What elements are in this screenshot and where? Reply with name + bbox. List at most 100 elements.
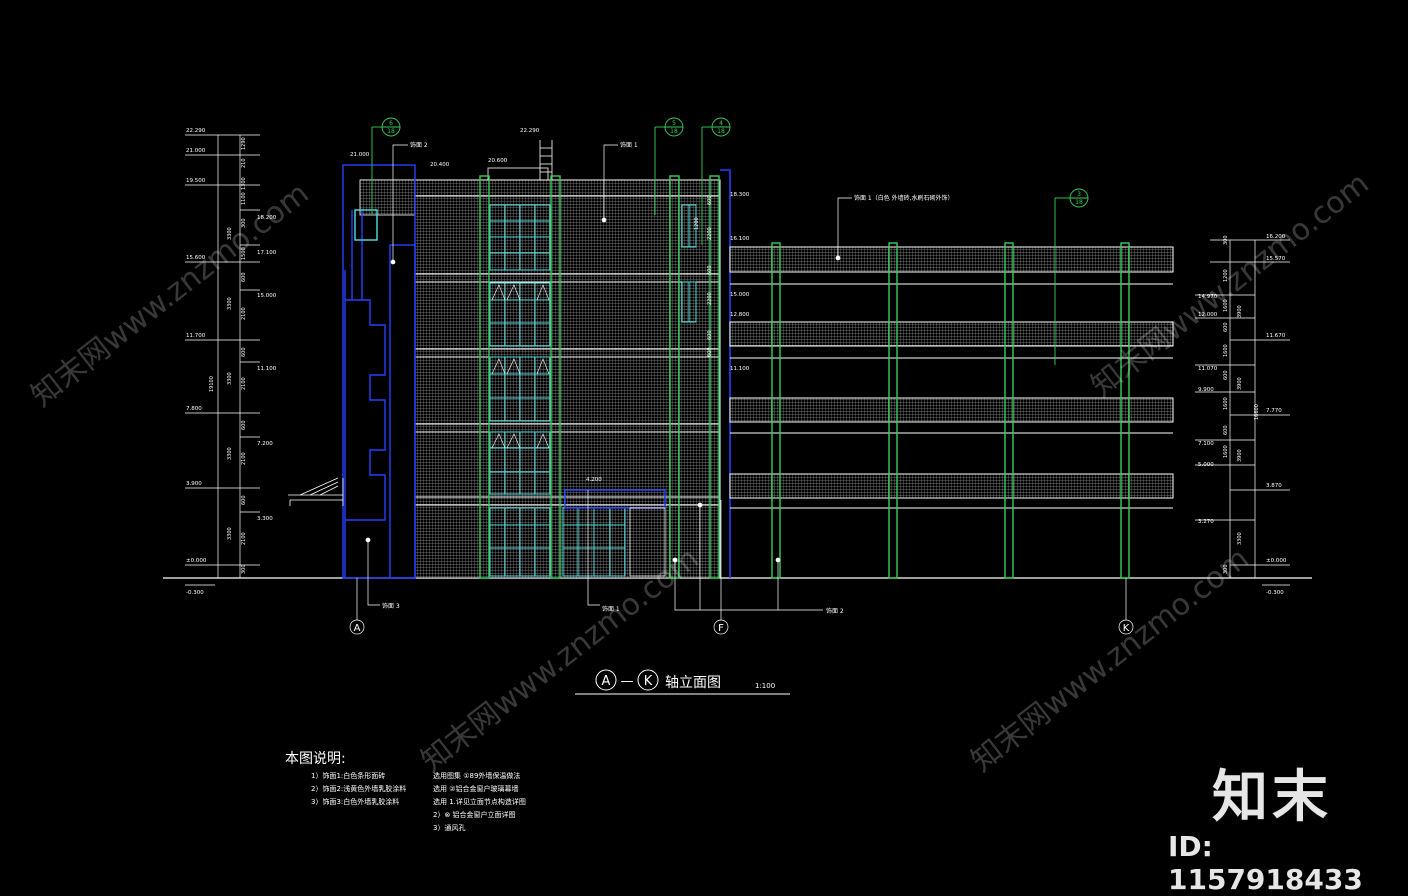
svg-text:18.200: 18.200 bbox=[257, 215, 277, 221]
callout-bottom-right: 饰面 2 bbox=[826, 607, 844, 615]
axis-bubble-f: F bbox=[718, 623, 724, 634]
svg-text:11.100: 11.100 bbox=[730, 366, 750, 372]
svg-text:3900: 3900 bbox=[1237, 305, 1243, 318]
svg-text:2100: 2100 bbox=[241, 377, 247, 390]
notes-column-1: 1）饰面1:白色条形面砖 2）饰面2:浅黄色外墙乳胶涂料 3）饰面3:白色外墙乳… bbox=[311, 770, 406, 809]
mid-dims: 600 2200 600 2200 600 600 1200 bbox=[694, 195, 713, 357]
entrance-canopy bbox=[288, 477, 344, 506]
svg-text:11.070: 11.070 bbox=[1198, 366, 1218, 372]
svg-text:300: 300 bbox=[1223, 235, 1229, 245]
callout-wall1-right: 饰面 1（白色 外墙砖,水刷石砌外饰） bbox=[854, 194, 954, 202]
pilasters-main bbox=[479, 175, 720, 579]
drawing-title bbox=[575, 669, 790, 695]
note-line: 2）⊗ 铝合金窗户立面详图 bbox=[433, 811, 516, 819]
svg-text:22.290: 22.290 bbox=[520, 128, 540, 134]
detail-refs bbox=[371, 117, 1089, 365]
svg-text:11.670: 11.670 bbox=[1266, 333, 1286, 339]
svg-text:3.300: 3.300 bbox=[257, 516, 273, 522]
svg-text:1200: 1200 bbox=[694, 217, 700, 230]
right-level-labels: 16.200 15.570 14.970 12.000 11.670 11.07… bbox=[1198, 234, 1287, 596]
svg-text:2100: 2100 bbox=[241, 532, 247, 545]
svg-text:1290: 1290 bbox=[241, 137, 247, 150]
drawing-notes: 本图说明: 1）饰面1:白色条形面砖 2）饰面2:浅黄色外墙乳胶涂料 3）饰面3… bbox=[285, 748, 526, 832]
leader-lines bbox=[365, 144, 852, 611]
title-axis-end: K bbox=[644, 674, 653, 689]
svg-text:21.000: 21.000 bbox=[350, 152, 370, 158]
top-level-labels: 22.290 21.000 20.400 20.600 18.300 16.10… bbox=[350, 128, 750, 372]
left-dims: 1290 210 1300 1100 300 3300 1500 600 210… bbox=[209, 137, 247, 574]
left-level-labels: 22.290 21.000 19.500 18.200 17.100 15.60… bbox=[186, 128, 277, 596]
svg-text:600: 600 bbox=[241, 347, 247, 357]
ref-3-num: 3 bbox=[1077, 191, 1081, 198]
svg-text:2100: 2100 bbox=[241, 307, 247, 320]
svg-text:1600: 1600 bbox=[1223, 344, 1229, 357]
svg-text:7.770: 7.770 bbox=[1266, 408, 1282, 414]
svg-text:3300: 3300 bbox=[227, 227, 233, 240]
svg-text:600: 600 bbox=[1223, 370, 1229, 380]
svg-text:18.300: 18.300 bbox=[730, 192, 750, 198]
side-window bbox=[681, 204, 697, 323]
svg-text:±0.000: ±0.000 bbox=[186, 558, 207, 564]
svg-text:9.900: 9.900 bbox=[1198, 387, 1214, 393]
svg-text:1600: 1600 bbox=[1223, 299, 1229, 312]
ref-6-num: 6 bbox=[389, 120, 393, 127]
note-line: 3）通风孔 bbox=[433, 824, 466, 832]
ref-5-sheet: 18 bbox=[670, 128, 678, 135]
title-axis-start: A bbox=[602, 674, 611, 689]
svg-text:600: 600 bbox=[241, 272, 247, 282]
svg-text:3300: 3300 bbox=[227, 297, 233, 310]
svg-text:±0.000: ±0.000 bbox=[1266, 558, 1287, 564]
svg-text:15.600: 15.600 bbox=[186, 255, 206, 261]
svg-text:1600: 1600 bbox=[1223, 397, 1229, 410]
svg-text:11.100: 11.100 bbox=[257, 366, 277, 372]
window-column bbox=[489, 204, 551, 577]
svg-text:12.800: 12.800 bbox=[730, 312, 750, 318]
ref-4-num: 4 bbox=[719, 120, 723, 127]
notes-column-2: 选用图集 ①89外墙保温做法 选用 ②铝合金窗户玻璃幕墙 选用 1.详见立面节点… bbox=[433, 770, 526, 835]
watermark-logo: 知末 bbox=[1212, 765, 1332, 830]
svg-text:21.000: 21.000 bbox=[186, 148, 206, 154]
svg-text:600: 600 bbox=[707, 265, 713, 275]
svg-text:7.200: 7.200 bbox=[257, 441, 273, 447]
svg-text:16.100: 16.100 bbox=[730, 236, 750, 242]
svg-text:15.570: 15.570 bbox=[1266, 256, 1286, 262]
svg-text:3300: 3300 bbox=[227, 447, 233, 460]
svg-text:300: 300 bbox=[1223, 564, 1229, 574]
svg-text:17.100: 17.100 bbox=[257, 250, 277, 256]
axis-bubble-k: K bbox=[1123, 623, 1130, 634]
main-block bbox=[359, 179, 721, 579]
svg-text:-0.300: -0.300 bbox=[186, 590, 204, 596]
right-dims: 300 1200 1600 3900 600 1600 3900 600 160… bbox=[1223, 235, 1260, 574]
svg-text:3300: 3300 bbox=[227, 372, 233, 385]
svg-text:600: 600 bbox=[707, 195, 713, 205]
entrance-door bbox=[562, 489, 666, 577]
callout-bottom-mid: 饰面 1 bbox=[602, 605, 620, 613]
note-line: 选用 1.详见立面节点构造详图 bbox=[433, 798, 526, 806]
svg-text:3900: 3900 bbox=[1237, 377, 1243, 390]
note-line: 3）饰面3:白色外墙乳胶涂料 bbox=[311, 798, 400, 806]
title-dash: — bbox=[621, 674, 634, 689]
svg-text:20.600: 20.600 bbox=[488, 158, 508, 164]
callout-wall1-top: 饰面 1 bbox=[620, 141, 638, 149]
svg-text:16.200: 16.200 bbox=[1266, 234, 1286, 240]
svg-text:1200: 1200 bbox=[1223, 269, 1229, 282]
svg-text:3300: 3300 bbox=[227, 527, 233, 540]
svg-text:300: 300 bbox=[241, 218, 247, 228]
callout-wall2-top: 饰面 2 bbox=[410, 141, 428, 149]
svg-text:12.000: 12.000 bbox=[1198, 312, 1218, 318]
svg-text:1100: 1100 bbox=[241, 192, 247, 205]
svg-text:600: 600 bbox=[241, 420, 247, 430]
watermark-id: ID: 1157918433 bbox=[1168, 830, 1363, 896]
svg-text:1300: 1300 bbox=[241, 177, 247, 190]
svg-text:3.870: 3.870 bbox=[1266, 483, 1282, 489]
note-line: 选用图集 ①89外墙保温做法 bbox=[433, 772, 521, 780]
svg-text:600: 600 bbox=[707, 330, 713, 340]
svg-text:14.970: 14.970 bbox=[1198, 294, 1218, 300]
ref-4-sheet: 18 bbox=[717, 128, 725, 135]
svg-text:2200: 2200 bbox=[707, 292, 713, 305]
svg-text:19.500: 19.500 bbox=[186, 178, 206, 184]
ref-6-sheet: 18 bbox=[387, 128, 395, 135]
svg-text:210: 210 bbox=[241, 158, 247, 168]
svg-text:15.000: 15.000 bbox=[730, 292, 750, 298]
